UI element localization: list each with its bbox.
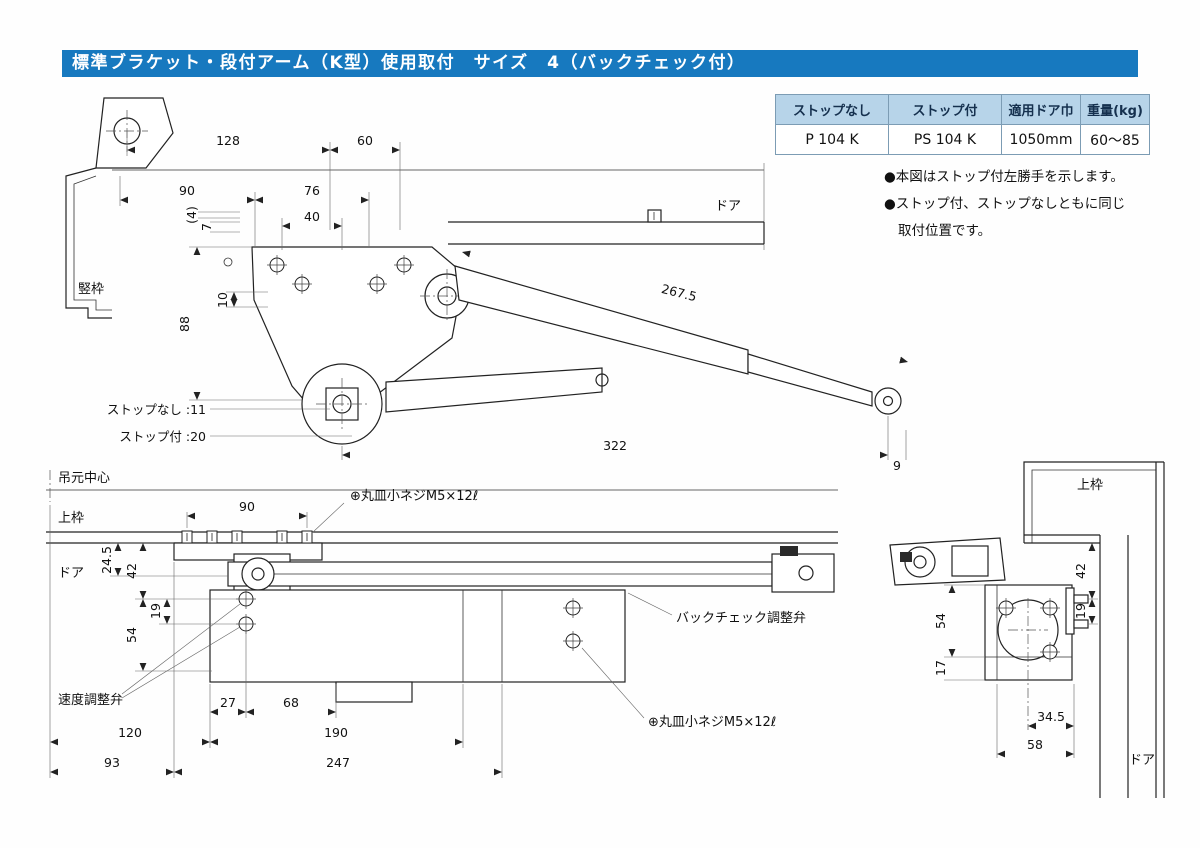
- door-section: [1099, 535, 1129, 798]
- front-view: 吊元中心 上枠 ドア 90 ⊕丸皿小ネジM5×12ℓ: [46, 470, 838, 778]
- dim-9: 9: [893, 458, 901, 473]
- dim-90: 90: [179, 183, 195, 198]
- jamb-profile: [65, 167, 112, 319]
- dim-7: 7: [199, 223, 214, 231]
- note-line-3: 取付位置です。: [898, 223, 992, 239]
- spec-header-door-width: 適用ドア巾: [1001, 94, 1081, 125]
- plan-view: ドア 竪枠: [65, 97, 909, 473]
- dim-190: 190: [324, 725, 348, 740]
- closer-body-front: [209, 588, 626, 703]
- side-door-label: ドア: [1129, 753, 1155, 768]
- front-door-label: ドア: [58, 566, 84, 581]
- stop-with-label: ストップ付 :20: [119, 429, 206, 444]
- closer-body-plan: [223, 246, 474, 445]
- arm-channel: [227, 546, 835, 595]
- dim-76: 76: [304, 183, 320, 198]
- screw-note-bottom: ⊕丸皿小ネジM5×12ℓ: [648, 715, 776, 730]
- forearm: [385, 367, 609, 413]
- dim-40: 40: [304, 209, 320, 224]
- dim-88: 88: [177, 316, 192, 332]
- spec-value-stop-with: PS 104 K: [888, 124, 1002, 155]
- dim-f54: 54: [124, 627, 139, 643]
- dim-58: 58: [1027, 737, 1043, 752]
- side-view: 上枠 ドア: [889, 461, 1165, 798]
- spec-value-weight: 60〜85: [1080, 124, 1150, 155]
- arm-knuckle: [874, 387, 902, 415]
- dim-f19: 19: [148, 603, 163, 619]
- side-head-label: 上枠: [1077, 478, 1103, 493]
- dim-93: 93: [104, 755, 120, 770]
- dim-322: 322: [603, 438, 627, 453]
- dim-f90: 90: [239, 499, 255, 514]
- plan-jamb-label: 竪枠: [78, 282, 104, 297]
- door-screw: [647, 209, 662, 223]
- dim-4: (4): [184, 206, 199, 224]
- dim-27: 27: [220, 695, 236, 710]
- head-jamb-profile: [1023, 461, 1165, 798]
- stop-none-label: ストップなし :11: [107, 402, 206, 417]
- screw-note-top: ⊕丸皿小ネジM5×12ℓ: [350, 489, 478, 504]
- dim-s19: 19: [1073, 603, 1088, 619]
- speed-valve-label: 速度調整弁: [58, 692, 123, 708]
- door-plan-strip: [448, 209, 765, 245]
- front-head-label: 上枠: [58, 511, 84, 526]
- dim-s42: 42: [1073, 563, 1088, 579]
- dim-s54: 54: [933, 613, 948, 629]
- side-arm-assembly: [889, 537, 1006, 586]
- hinge-center-label: 吊元中心: [58, 471, 110, 486]
- dim-60: 60: [357, 133, 373, 148]
- spec-header-weight: 重量(kg): [1080, 94, 1150, 125]
- dim-24-5: 24.5: [99, 546, 114, 574]
- note-line-1: ●本図はストップ付左勝手を示します。: [884, 169, 1124, 185]
- page-title: 標準ブラケット・段付アーム（K型）使用取付 サイズ 4（バックチェック付）: [62, 50, 1138, 77]
- spec-value-stop-none: P 104 K: [775, 124, 889, 155]
- dim-267-5: 267.5: [660, 281, 698, 304]
- spec-header-stop-none: ストップなし: [775, 94, 889, 125]
- plan-door-label: ドア: [715, 199, 741, 214]
- dim-120: 120: [118, 725, 142, 740]
- dim-34-5: 34.5: [1037, 709, 1065, 724]
- spec-value-door-width: 1050mm: [1001, 124, 1081, 155]
- backcheck-valve-label: バックチェック調整弁: [676, 611, 806, 626]
- spec-table: ストップなし ストップ付 適用ドア巾 重量(kg) P 104 K PS 104…: [775, 94, 1150, 155]
- dim-128: 128: [216, 133, 240, 148]
- dim-10: 10: [215, 292, 230, 308]
- dim-17: 17: [933, 660, 948, 676]
- spec-table-data-row: P 104 K PS 104 K 1050mm 60〜85: [775, 124, 1150, 155]
- spec-header-stop-with: ストップ付: [888, 94, 1002, 125]
- spec-table-header-row: ストップなし ストップ付 適用ドア巾 重量(kg): [775, 94, 1150, 125]
- dim-247: 247: [326, 755, 350, 770]
- frame-bracket: [95, 97, 174, 169]
- dim-68: 68: [283, 695, 299, 710]
- note-line-2: ●ストップ付、ストップなしともに同じ: [884, 196, 1126, 212]
- dim-f42: 42: [124, 563, 139, 579]
- notes: ●本図はストップ付左勝手を示します。 ●ストップ付、ストップなしともに同じ 取付…: [884, 164, 1125, 245]
